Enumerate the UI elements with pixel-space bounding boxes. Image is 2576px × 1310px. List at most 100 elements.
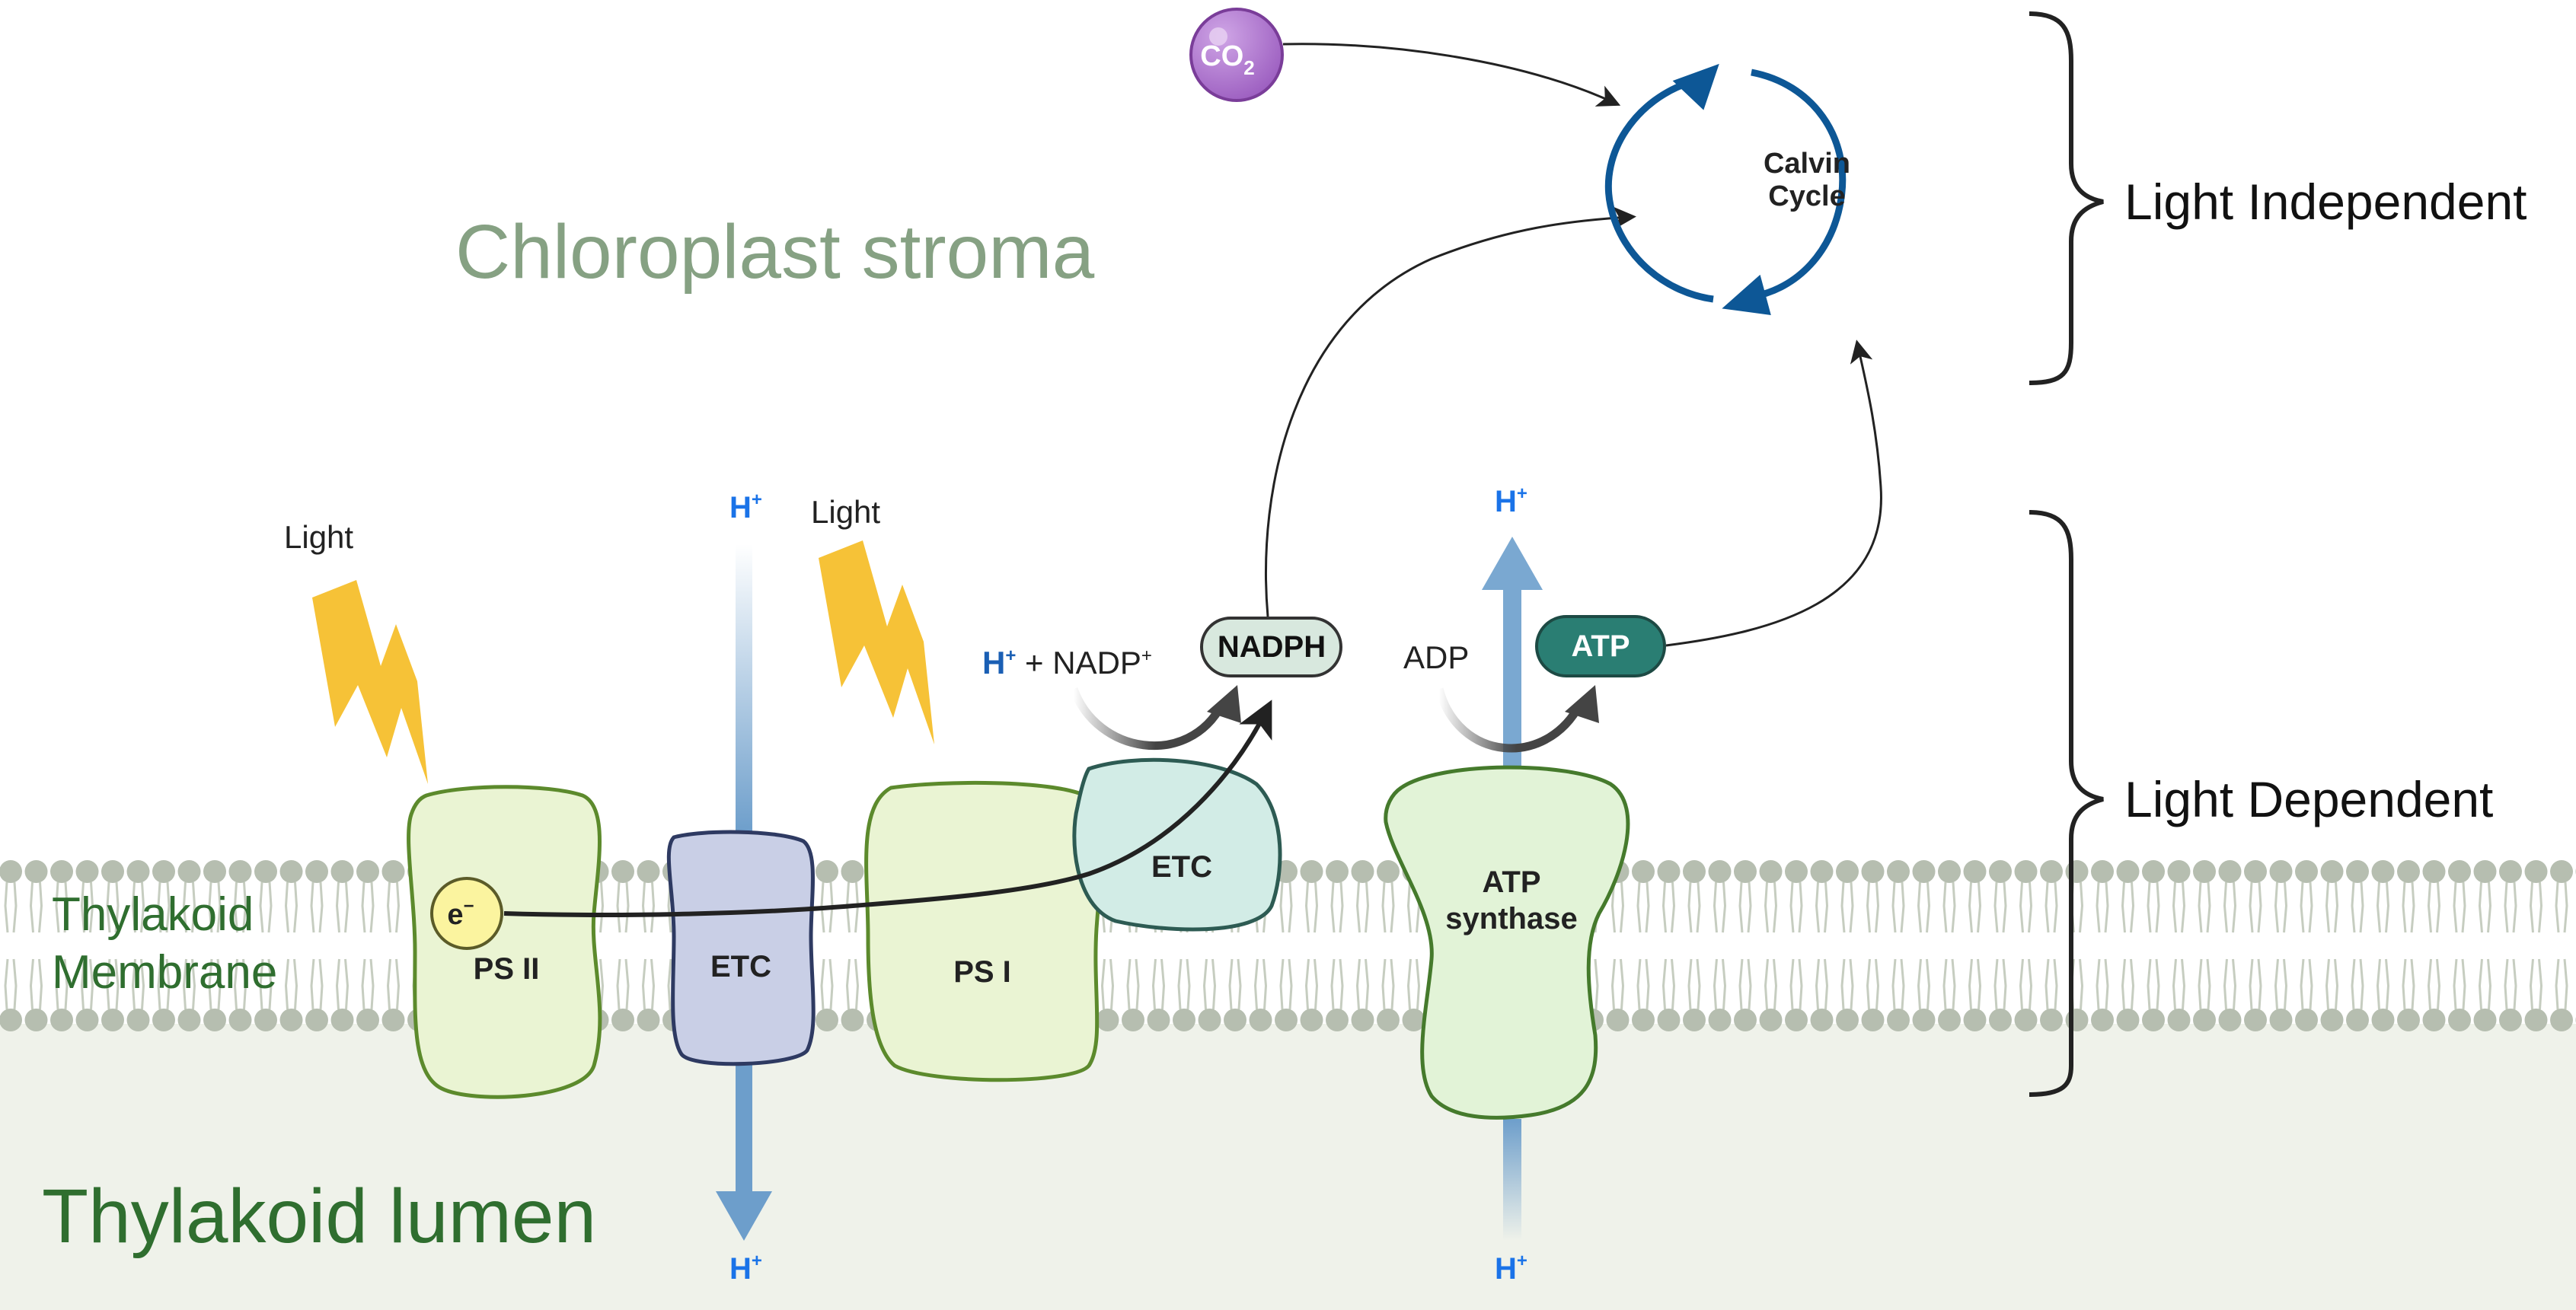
lipid-tail	[1661, 958, 1676, 1010]
lumen-background	[0, 1024, 2576, 1310]
adp-label: ADP	[1403, 639, 1469, 675]
nadph-to-calvin-arrow	[1265, 206, 1636, 617]
lipid-tail	[1764, 881, 1778, 933]
lipid-tail	[386, 958, 401, 1010]
lipid-tail	[820, 958, 834, 1010]
lipid-tail	[2223, 881, 2237, 933]
nadp-arrowhead	[1207, 685, 1241, 723]
lipid-tail	[1304, 958, 1319, 1010]
lipid-head	[611, 860, 634, 883]
atp-synthase-label-1: ATP	[1482, 865, 1540, 899]
ps1-label: PS I	[953, 955, 1011, 989]
lipid-tail	[2274, 881, 2288, 933]
lipid-head	[2244, 1009, 2267, 1031]
lipid-head	[126, 1009, 150, 1031]
lipid-head	[1683, 1009, 1706, 1031]
lipid-head	[24, 860, 48, 883]
lipid-head	[2040, 860, 2063, 883]
lipid-tail	[2376, 881, 2390, 933]
lipid-head	[203, 1009, 226, 1031]
lipid-tail	[335, 958, 350, 1010]
lipid-tail	[29, 881, 43, 933]
lipid-head	[2320, 860, 2344, 883]
lipid-head	[2040, 1009, 2063, 1031]
lipid-head	[2448, 1009, 2471, 1031]
lipid-head	[841, 860, 864, 883]
lipid-tail	[1738, 881, 1752, 933]
lipid-head	[330, 860, 354, 883]
lipid-head	[2116, 860, 2140, 883]
lipid-head	[611, 1009, 634, 1031]
lipid-head	[2473, 860, 2497, 883]
lipid-tail	[80, 881, 94, 933]
nadp-reactant-label: H+ + NADP+	[982, 645, 1152, 680]
electron-flow-arrow	[503, 700, 1272, 917]
lipid-head	[356, 860, 379, 883]
light-independent-label: Light Independent	[2124, 174, 2527, 230]
lipid-tail	[2223, 958, 2237, 1010]
lipid-head	[1173, 1009, 1195, 1031]
bracket-light-independent	[2029, 11, 2104, 385]
lipid-head	[2218, 1009, 2242, 1031]
lipid-head	[2524, 1009, 2548, 1031]
lipid-head	[2142, 1009, 2165, 1031]
lipid-head	[1887, 860, 1910, 883]
lipid-head	[1683, 860, 1706, 883]
lipid-tail	[616, 958, 630, 1010]
lipid-head	[2371, 860, 2395, 883]
lipid-head	[1938, 1009, 1961, 1031]
lipid-head	[126, 860, 150, 883]
atp-to-calvin-arrow	[1665, 339, 1882, 647]
lipid-head	[50, 860, 73, 883]
lipid-tail	[2504, 881, 2517, 933]
lipid-head	[356, 1009, 379, 1031]
lipid-tail	[1406, 958, 1421, 1010]
lipid-tail	[2019, 881, 2033, 933]
lipid-head	[1275, 1009, 1298, 1031]
lipid-tail	[2249, 958, 2262, 1010]
atp-synthase-label-2: synthase	[1445, 902, 1577, 935]
lipid-head	[816, 860, 838, 883]
lipid-tail	[284, 958, 298, 1010]
light-label-1: Light	[284, 519, 353, 555]
lipid-head	[2193, 1009, 2216, 1031]
lipid-tail	[1968, 881, 1982, 933]
lipid-head	[101, 1009, 124, 1031]
lipid-head	[228, 860, 252, 883]
lipid-tail	[2172, 958, 2186, 1010]
lipid-head	[0, 860, 22, 883]
lipid-tail	[641, 958, 656, 1010]
lipid-tail	[1304, 881, 1319, 933]
atp-label: ATP	[1571, 630, 1630, 663]
lipid-tail	[1687, 881, 1701, 933]
lipid-head	[1861, 1009, 1885, 1031]
stroma-label: Chloroplast stroma	[455, 209, 1095, 295]
lipid-head	[1632, 1009, 1655, 1031]
lipid-tail	[1381, 958, 1395, 1010]
co2-to-calvin-arrow	[1282, 43, 1621, 107]
proton-arrowhead-down	[716, 1191, 772, 1241]
lipid-tail	[259, 881, 273, 933]
lipid-head	[1785, 860, 1808, 883]
lipid-tail	[310, 958, 324, 1010]
etc-complex-1	[666, 830, 816, 1066]
lipid-tail	[2402, 881, 2415, 933]
lipid-tail	[4, 958, 18, 1010]
lipid-head	[24, 1009, 48, 1031]
lipid-tail	[2555, 958, 2568, 1010]
lipid-tail	[106, 881, 120, 933]
lipid-tail	[1279, 958, 1293, 1010]
lipid-tail	[208, 958, 222, 1010]
atp-proton-arrowhead-up	[1482, 537, 1543, 590]
lipid-tail	[2529, 881, 2543, 933]
lipid-head	[177, 1009, 201, 1031]
lipid-tail	[182, 958, 196, 1010]
etc1-label: ETC	[710, 950, 771, 983]
lipid-tail	[1815, 881, 1829, 933]
lipid-tail	[259, 958, 273, 1010]
lipid-tail	[1891, 881, 1905, 933]
proton-label-bottom: H+	[729, 1251, 762, 1286]
lipid-head	[1912, 860, 1936, 883]
lipid-head	[2116, 1009, 2140, 1031]
lipid-head	[2091, 860, 2114, 883]
